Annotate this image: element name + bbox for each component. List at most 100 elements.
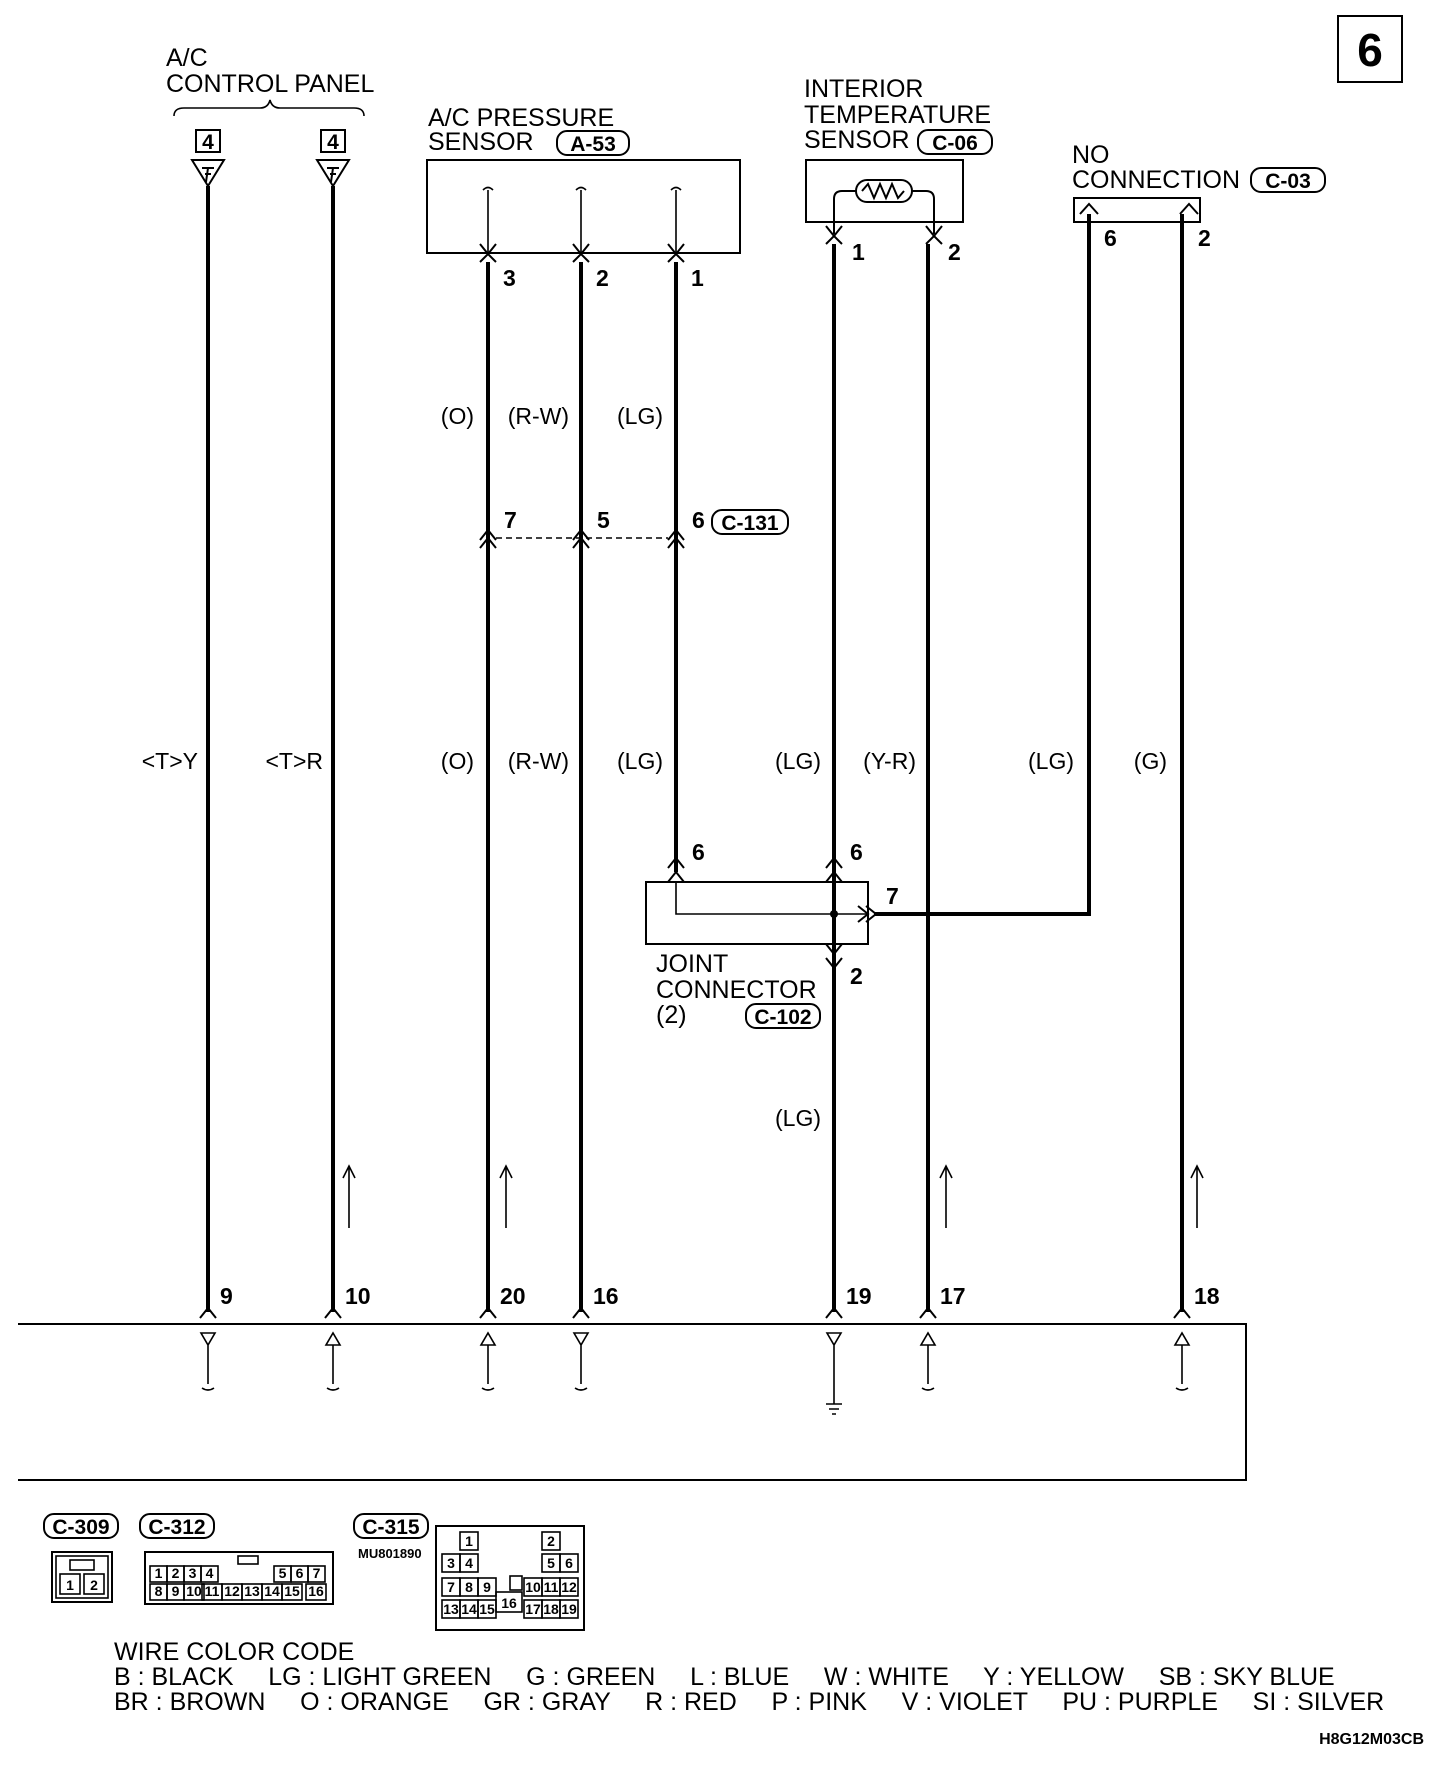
c312-cell-2: 2 [172, 1565, 180, 1581]
upper-color-3: (LG) [617, 403, 663, 429]
c315-cell-13: 13 [443, 1601, 459, 1617]
joint-connector-c102: 6 6 7 2 JOINT CONNECTOR (2) C-102 [645, 839, 899, 1029]
signal-arrows [342, 1164, 1204, 1228]
c312-cell-9: 9 [172, 1583, 180, 1599]
c315-cell-10: 10 [525, 1579, 541, 1595]
middle-wire-colors: <T>Y <T>R (O) (R-W) (LG) (LG) (Y-R) (LG)… [142, 748, 1167, 774]
legend-title: WIRE COLOR CODE [114, 1638, 354, 1666]
c312-cell-4-box [200, 1565, 219, 1583]
c315-cell-12-box [559, 1577, 579, 1597]
joint-pin-6-left: 6 [692, 839, 705, 865]
c312-cell-5: 5 [279, 1565, 287, 1581]
mid-color-5: (LG) [617, 748, 663, 774]
upper-wire-colors: (O) (R-W) (LG) [441, 403, 663, 429]
mid-color-3: (O) [441, 748, 474, 774]
interior-sensor-connector: C-06 [932, 132, 978, 155]
c315-cell-15: 15 [479, 1601, 495, 1617]
ac-panel-pin-tag-1: 4 [202, 131, 214, 154]
pressure-sensor-label-2: SENSOR [428, 128, 534, 156]
c312-cell-4: 4 [206, 1565, 214, 1581]
mid-color-6: (LG) [775, 748, 821, 774]
c312-cell-11: 11 [205, 1583, 220, 1599]
c315-cell-6-box [559, 1553, 579, 1573]
joint-pin-2: 2 [850, 963, 863, 989]
joint-connector-id: C-102 [754, 1006, 811, 1029]
panel-terminal-symbol-2 [315, 159, 351, 188]
page-number: 6 [1357, 24, 1383, 76]
lower-wire-color: (LG) [775, 1105, 821, 1131]
c315-cell-14: 14 [461, 1601, 477, 1617]
pressure-pin-3: 3 [503, 265, 516, 291]
intermediate-connector-c131: 7 5 6 C-131 [479, 507, 789, 549]
c315-cell-2-box [541, 1531, 561, 1551]
mid-color-8: (LG) [1028, 748, 1074, 774]
no-connection-connector: NO CONNECTION C-03 6 2 [1072, 141, 1326, 251]
c315-part-number: MU801890 [358, 1546, 422, 1561]
c315-cell-19: 19 [561, 1601, 577, 1617]
wires [206, 186, 1184, 1312]
ecu-pin-17: 17 [940, 1283, 966, 1309]
c315-cell-18: 18 [543, 1601, 559, 1617]
no-connection-pin-6: 6 [1104, 225, 1117, 251]
ecu-pin-18: 18 [1194, 1283, 1220, 1309]
c312-cell-3: 3 [189, 1565, 197, 1581]
c312-cell-15: 15 [284, 1583, 300, 1599]
c312-cell-8: 8 [155, 1583, 163, 1599]
no-connection-pin-2: 2 [1198, 225, 1211, 251]
joint-pin-7: 7 [886, 883, 899, 909]
mid-color-7: (Y-R) [863, 748, 916, 774]
c131-pin-7: 7 [504, 507, 517, 533]
interior-pin-2: 2 [948, 239, 961, 265]
ecu-pin-19: 19 [846, 1283, 872, 1309]
diagram-code: H8G12M03CB [1319, 1731, 1424, 1748]
c312-cell-13: 13 [244, 1583, 260, 1599]
c131-pin-6: 6 [692, 507, 705, 533]
panel-terminal-symbol-1 [190, 159, 226, 188]
c315-cell-6: 6 [565, 1555, 573, 1571]
c315-cell-9-box [477, 1577, 497, 1597]
ac-panel-pin-tag-2: 4 [327, 131, 339, 154]
c315-cell-7: 7 [447, 1579, 455, 1595]
c312-cell-14: 14 [264, 1583, 280, 1599]
c312-cell-16-box [305, 1583, 327, 1601]
c315-cell-1: 1 [465, 1533, 473, 1549]
ecu-pin-20: 20 [500, 1283, 526, 1309]
interior-pin-1: 1 [852, 239, 865, 265]
c315-cell-17: 17 [525, 1601, 541, 1617]
c315-cell-8: 8 [465, 1579, 473, 1595]
c312-cell-10: 10 [186, 1583, 202, 1599]
legend-row-2: BR : BROWN O : ORANGE GR : GRAY R : RED … [114, 1688, 1384, 1716]
pressure-sensor-connector: A-53 [570, 133, 616, 156]
thermistor-icon [833, 179, 935, 234]
c312-cell-16: 16 [308, 1583, 324, 1599]
wire-light-green-3 [874, 214, 1091, 916]
c309-cell-1: 1 [66, 1577, 74, 1593]
c312-cell-7: 7 [313, 1565, 321, 1581]
pressure-pin-1: 1 [691, 265, 704, 291]
c315-cell-2: 2 [547, 1533, 555, 1549]
legend-row-1: B : BLACK LG : LIGHT GREEN G : GREEN L :… [114, 1663, 1335, 1691]
pressure-sensor-label-1: A/C PRESSURE [428, 104, 614, 132]
c312-tag: C-312 [148, 1516, 205, 1539]
mid-color-9: (G) [1134, 748, 1167, 774]
joint-pin-6-right: 6 [850, 839, 863, 865]
c315-cell-16: 16 [501, 1595, 517, 1611]
ac-control-panel-label-1: A/C [166, 44, 208, 72]
joint-label-2: CONNECTOR [656, 976, 817, 1004]
c312-cell-10-box [183, 1583, 205, 1601]
page-number-box: 6 [1337, 15, 1403, 83]
ac-pressure-sensor: A/C PRESSURE SENSOR A-53 3 2 1 [426, 104, 741, 291]
c315-cell-19-box [559, 1599, 579, 1619]
mid-color-4: (R-W) [508, 748, 569, 774]
c312-cell-7-box [307, 1565, 326, 1583]
c312-cell-12: 12 [224, 1583, 240, 1599]
ecu-pin-10: 10 [345, 1283, 371, 1309]
joint-label-3: (2) [656, 1001, 687, 1029]
joint-label-1: JOINT [656, 950, 728, 978]
ecu-pin-16: 16 [593, 1283, 619, 1309]
wire-color-code-legend: WIRE COLOR CODE B : BLACK LG : LIGHT GRE… [114, 1638, 1384, 1716]
mid-color-1: <T>Y [142, 748, 198, 774]
